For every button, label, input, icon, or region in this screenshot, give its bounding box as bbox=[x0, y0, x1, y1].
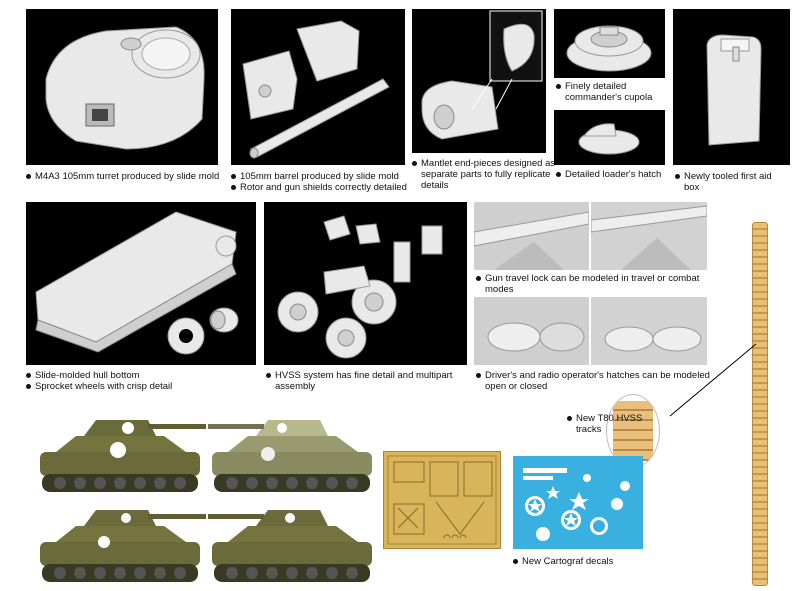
travel-lock-photo-right bbox=[591, 202, 707, 270]
mantlet-panel bbox=[412, 9, 546, 153]
hull-image bbox=[35, 211, 239, 355]
turret-image bbox=[45, 26, 205, 150]
caption-line: Rotor and gun shields correctly detailed bbox=[231, 182, 421, 193]
hatches-photo-right bbox=[591, 297, 707, 365]
caption-line: Sprocket wheels with crisp detail bbox=[26, 381, 256, 392]
hull-panel bbox=[26, 202, 256, 365]
caption-line: Gun travel lock can be modeled in travel… bbox=[476, 273, 716, 295]
hatches-photo-left bbox=[474, 297, 589, 365]
turret-caption: M4A3 105mm turret produced by slide mold bbox=[26, 171, 226, 182]
caption-line: HVSS system has fine detail and multipar… bbox=[266, 370, 471, 392]
caption-line: Finely detailed commander's cupola bbox=[556, 81, 666, 103]
hatches-photo-image-right bbox=[591, 297, 707, 365]
loader-hatch-image bbox=[578, 123, 640, 155]
aidbox-panel bbox=[673, 9, 790, 165]
caption-line: New T80 HVSS tracks bbox=[567, 413, 647, 435]
decals-caption: New Cartograf decals bbox=[513, 556, 653, 567]
loader-caption: Detailed loader's hatch bbox=[556, 169, 668, 180]
travel-lock-photo-left bbox=[474, 202, 589, 270]
caption-line: Driver's and radio operator's hatches ca… bbox=[476, 370, 716, 392]
decal-sheet bbox=[513, 456, 643, 549]
hatches-photo-image-left bbox=[474, 297, 589, 365]
tank-profile-3 bbox=[40, 510, 206, 582]
photo-etch-details bbox=[387, 455, 497, 545]
travel-lock-photo-image-left bbox=[474, 202, 589, 270]
cupola-caption: Finely detailed commander's cupola bbox=[556, 81, 666, 103]
mantlet-image bbox=[421, 10, 543, 140]
mantlet-caption: Mantlet end-pieces designed as separate … bbox=[412, 158, 562, 191]
track-strip bbox=[752, 222, 768, 586]
cupola-panel bbox=[554, 9, 665, 78]
barrel-panel bbox=[231, 9, 405, 165]
barrel-caption: 105mm barrel produced by slide mold Roto… bbox=[231, 171, 421, 193]
loader-hatch-panel bbox=[554, 110, 665, 165]
caption-line: Mantlet end-pieces designed as separate … bbox=[412, 158, 562, 191]
aidbox-image bbox=[706, 34, 762, 146]
hvss-caption: HVSS system has fine detail and multipar… bbox=[266, 370, 471, 392]
barrel-image bbox=[242, 20, 390, 159]
hvss-panel bbox=[264, 202, 467, 365]
tank-profile-4 bbox=[208, 510, 372, 582]
tank-profile-2 bbox=[208, 420, 372, 492]
caption-line: New Cartograf decals bbox=[513, 556, 653, 567]
decal-sheet-markings bbox=[523, 468, 630, 541]
caption-line: 105mm barrel produced by slide mold bbox=[231, 171, 421, 182]
hatches-caption: Driver's and radio operator's hatches ca… bbox=[476, 370, 716, 392]
travel-lock-photo-image-right bbox=[591, 202, 707, 270]
hull-caption: Slide-molded hull bottom Sprocket wheels… bbox=[26, 370, 256, 392]
travel-lock-caption: Gun travel lock can be modeled in travel… bbox=[476, 273, 716, 295]
caption-line: Slide-molded hull bottom bbox=[26, 370, 256, 381]
caption-line: Detailed loader's hatch bbox=[556, 169, 668, 180]
tank-profile-1 bbox=[40, 420, 206, 492]
cupola-image bbox=[566, 25, 652, 72]
hvss-image bbox=[277, 215, 443, 359]
photo-etch-fret bbox=[383, 451, 501, 549]
track-callout-line bbox=[669, 343, 757, 417]
caption-line: M4A3 105mm turret produced by slide mold bbox=[26, 171, 226, 182]
caption-line: Newly tooled first aid box bbox=[675, 171, 785, 193]
aidbox-caption: Newly tooled first aid box bbox=[675, 171, 785, 193]
turret-panel bbox=[26, 9, 218, 165]
tracks-caption: New T80 HVSS tracks bbox=[567, 413, 647, 435]
